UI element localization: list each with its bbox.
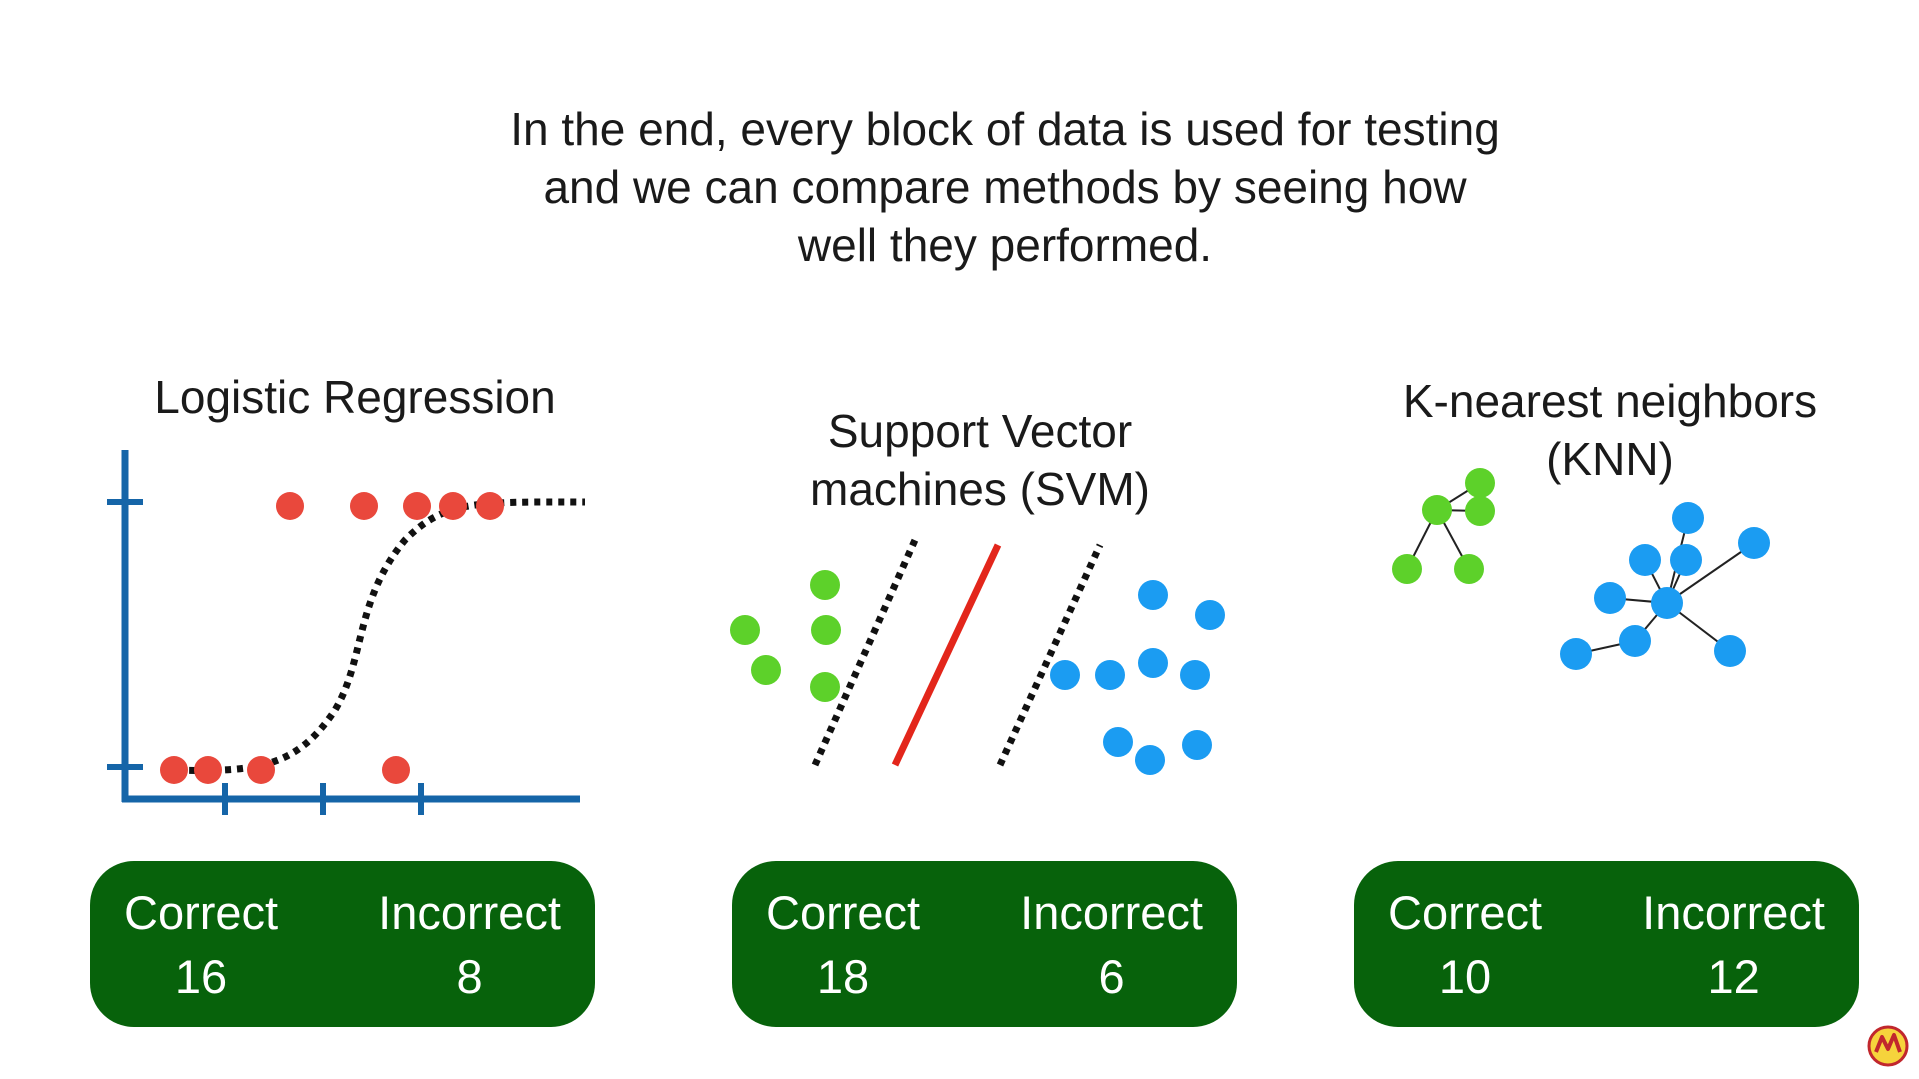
lr-correct: Correct 16 <box>124 861 278 1027</box>
lr-sigmoid-curve <box>164 498 586 774</box>
svm-margin-left <box>811 538 919 767</box>
svm-correct: Correct 18 <box>766 861 920 1027</box>
svm-incorrect: Incorrect 6 <box>1020 861 1203 1027</box>
knn-incorrect: Incorrect 12 <box>1642 861 1825 1027</box>
logistic-regression-score-box: Correct 16 Incorrect 8 <box>90 861 595 1027</box>
logistic-regression-title: Logistic Regression <box>90 368 620 426</box>
knn-title-line-1: K-nearest neighbors <box>1402 375 1818 427</box>
knn-correct-label: Correct <box>1388 886 1543 939</box>
svm-title-line-2: machines (SVM) <box>810 463 1150 515</box>
svm-title-line-1: Support Vector <box>827 405 1133 457</box>
lr-incorrect: Incorrect 8 <box>378 861 561 1027</box>
statquest-logo-icon <box>1867 1025 1909 1067</box>
logistic-regression-title-line-1: Logistic Regression <box>154 371 556 423</box>
headline-line-2: and we can compare methods by seeing how <box>543 161 1467 213</box>
svm-incorrect-label: Incorrect <box>1020 886 1203 939</box>
headline: In the end, every block of data is used … <box>360 100 1650 274</box>
knn-green-cluster <box>1392 468 1495 584</box>
logistic-regression-diagram <box>107 450 586 815</box>
svm-green-points <box>730 570 841 702</box>
knn-incorrect-label: Incorrect <box>1642 886 1825 939</box>
knn-title: K-nearest neighbors (KNN) <box>1360 372 1860 488</box>
svm-margin-right <box>996 543 1104 767</box>
lr-points-top <box>276 492 504 520</box>
knn-blue-cluster <box>1560 502 1770 670</box>
svm-blue-points <box>1050 580 1225 775</box>
knn-title-line-2: (KNN) <box>1546 433 1674 485</box>
lr-points-bottom <box>160 756 410 784</box>
svm-title: Support Vector machines (SVM) <box>730 402 1230 518</box>
knn-diagram <box>1392 468 1770 670</box>
knn-correct-value: 10 <box>1438 950 1492 1003</box>
svm-correct-value: 18 <box>816 950 870 1003</box>
knn-score-box: Correct 10 Incorrect 12 <box>1354 861 1859 1027</box>
svm-decision-boundary <box>891 543 1002 767</box>
svm-correct-label: Correct <box>766 886 921 939</box>
headline-line-3: well they performed. <box>797 219 1213 271</box>
knn-incorrect-value: 12 <box>1707 950 1760 1003</box>
svm-incorrect-value: 6 <box>1098 950 1125 1003</box>
lr-axes <box>107 450 580 815</box>
svm-score-box: Correct 18 Incorrect 6 <box>732 861 1237 1027</box>
lr-correct-value: 16 <box>174 950 228 1003</box>
svm-diagram <box>730 538 1225 775</box>
lr-correct-label: Correct <box>124 886 279 939</box>
headline-line-1: In the end, every block of data is used … <box>510 103 1500 155</box>
lr-incorrect-value: 8 <box>456 950 483 1003</box>
knn-correct: Correct 10 <box>1388 861 1542 1027</box>
lr-incorrect-label: Incorrect <box>378 886 561 939</box>
